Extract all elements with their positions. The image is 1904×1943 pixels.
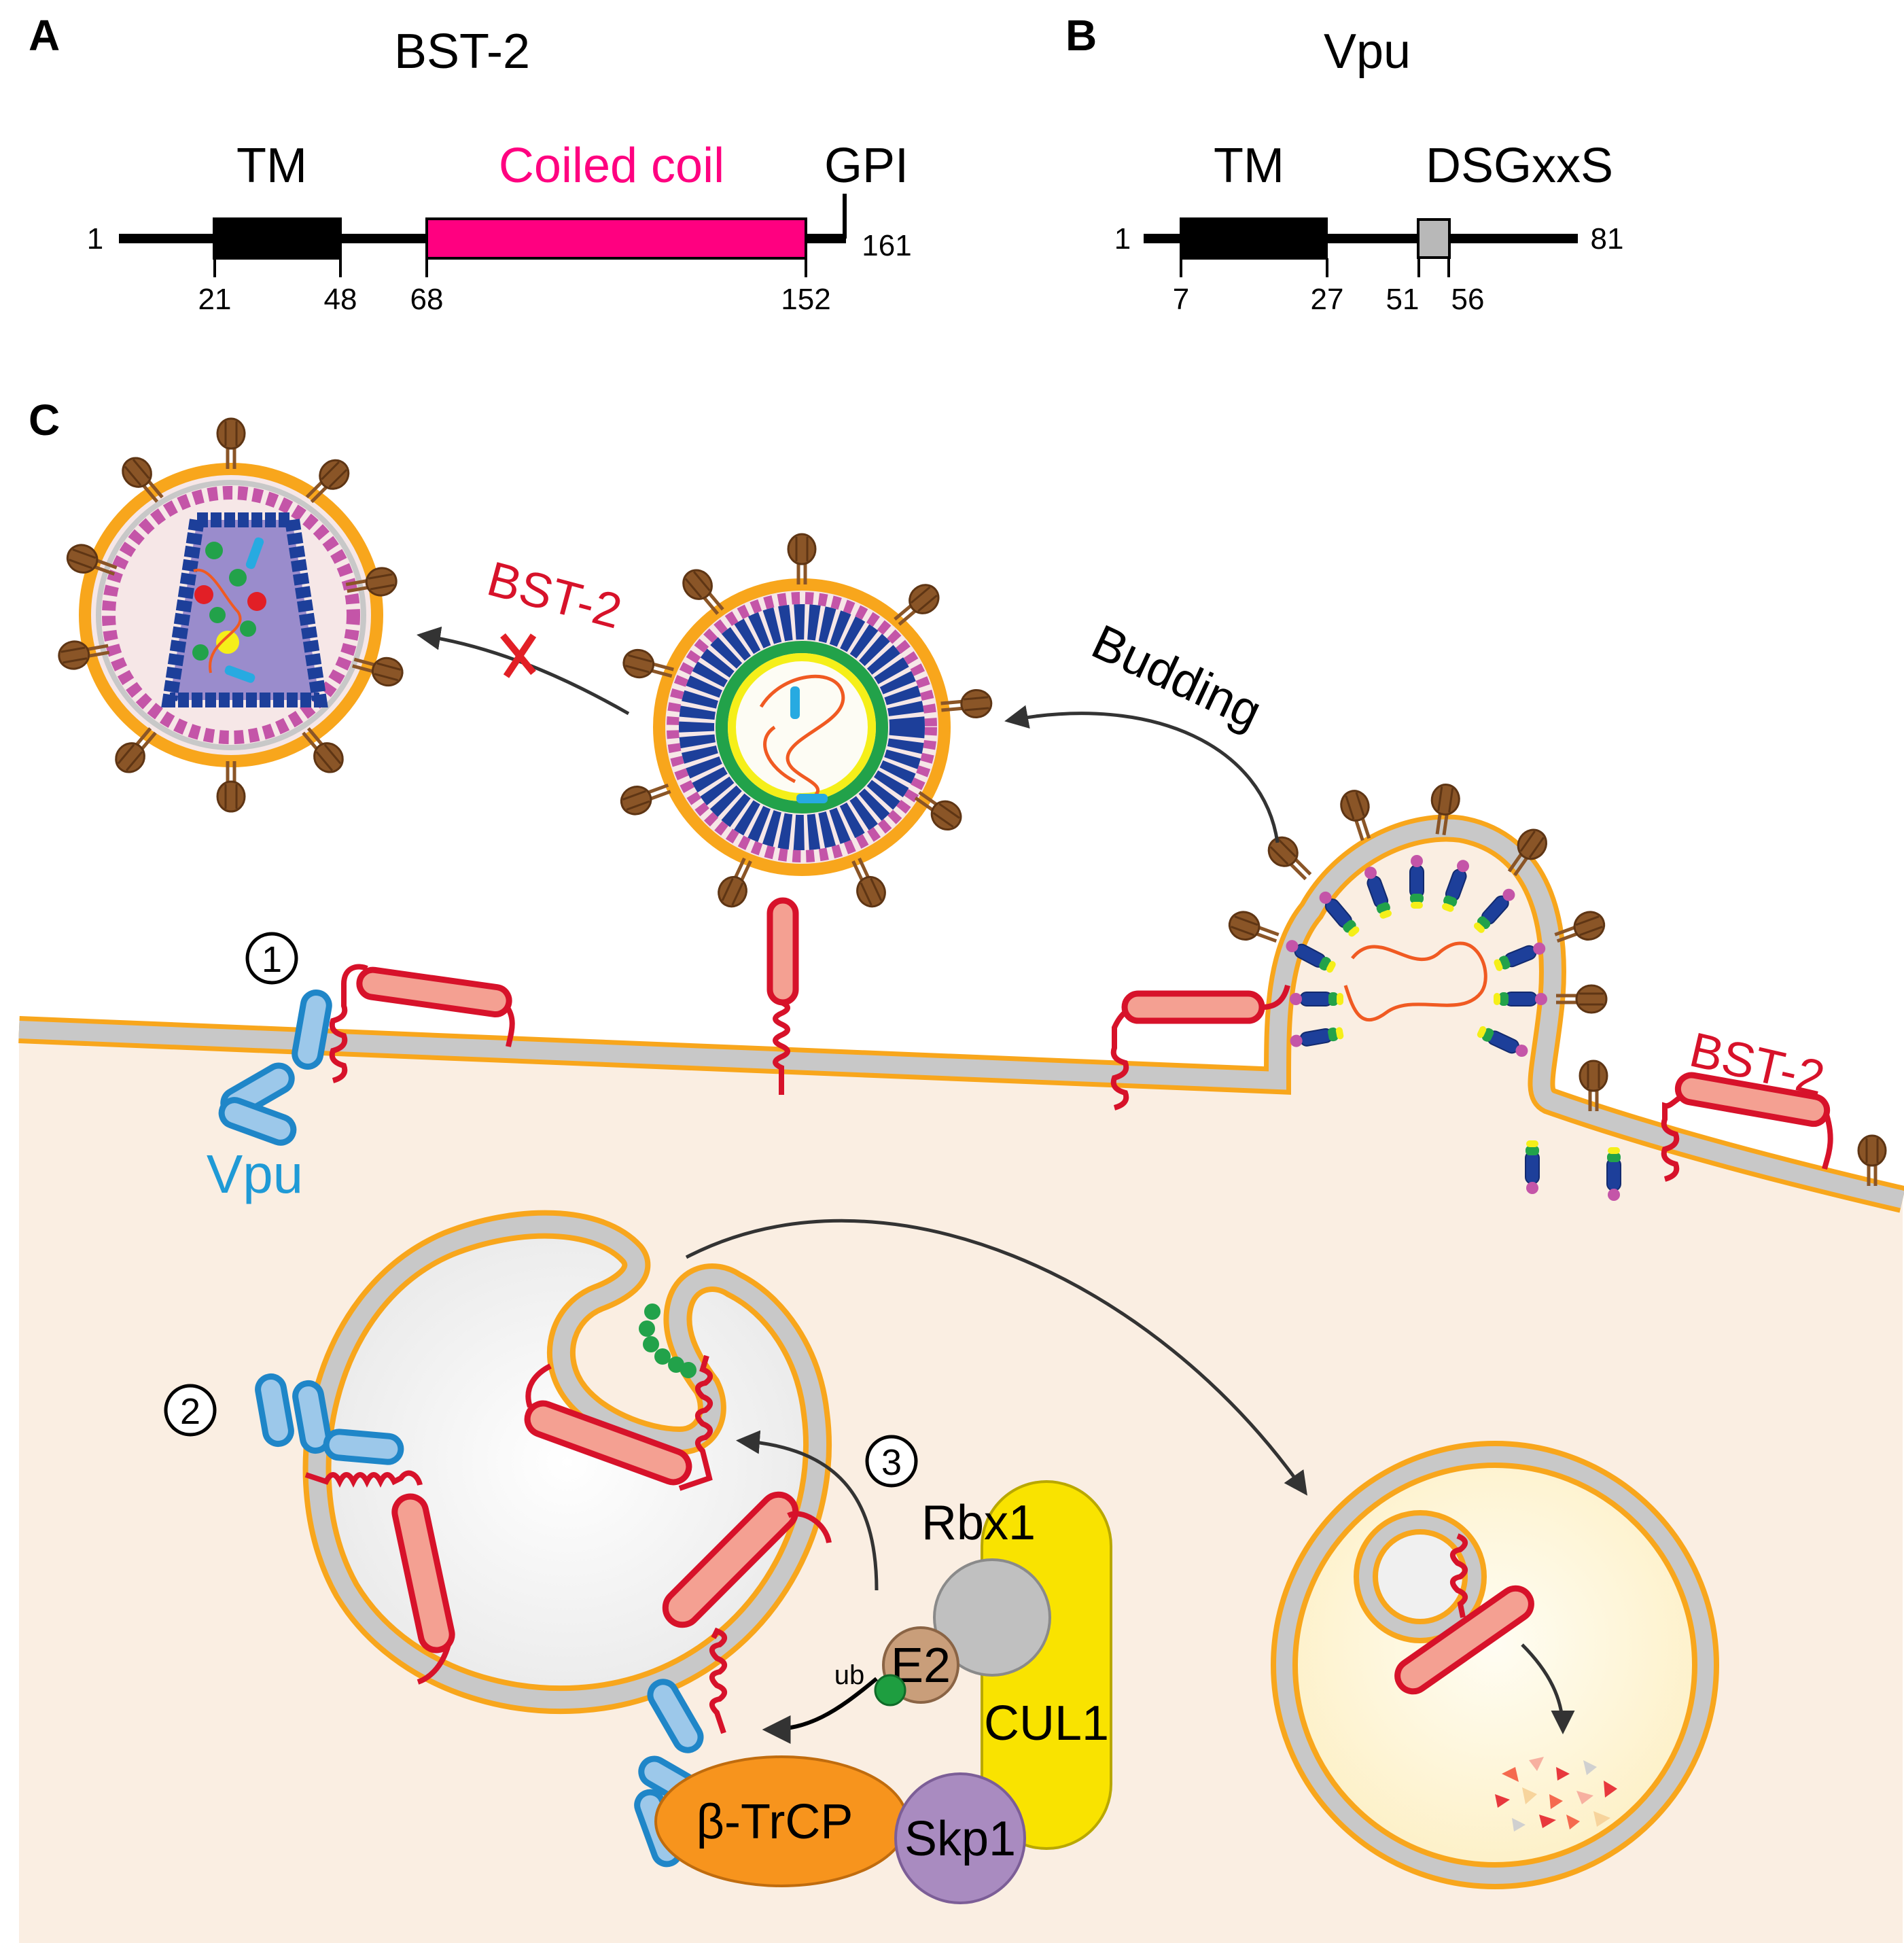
bst2-blocked-label: BST-2 (482, 552, 627, 640)
vpu-tm-label: TM (1214, 139, 1284, 193)
svg-text:3: 3 (881, 1442, 902, 1483)
vpu-start: 1 (1114, 222, 1131, 256)
ubiquitination-arrow (762, 1677, 878, 1744)
bst2-tick-21: 21 (198, 283, 232, 316)
bst2-start: 1 (87, 222, 103, 256)
panel-b-label: B (1065, 11, 1097, 60)
vpu-domain-title: Vpu (1324, 24, 1411, 79)
vpu-end: 81 (1591, 222, 1624, 256)
vpu-tick-27: 27 (1311, 283, 1344, 316)
degradation-arrow (1521, 1643, 1575, 1734)
bst2-tick-48: 48 (324, 283, 357, 316)
svg-text:2: 2 (180, 1391, 200, 1432)
vpu-label: Vpu (207, 1144, 303, 1204)
panel-a-label: A (29, 11, 60, 60)
bst2-right (1121, 990, 1265, 1024)
bst2-tm-box (213, 217, 342, 260)
vpu-motif-box (1417, 218, 1451, 259)
budding-virion (1226, 783, 1608, 1060)
bst2-step1 (356, 966, 512, 1018)
bst2-step3 (662, 1491, 799, 1628)
bst2-lysosome (1394, 1585, 1534, 1695)
btrcp-label: β-TrCP (697, 1795, 853, 1849)
vpu-tick-56: 56 (1451, 283, 1485, 316)
lysosome (1271, 1441, 1719, 1889)
vpu-membrane (218, 990, 332, 1146)
bst2-tick-68: 68 (410, 283, 444, 316)
bst2-endosome-top (524, 1400, 692, 1486)
bst2-far-right (1674, 1072, 1831, 1127)
bst2-coiled-coil-box (425, 217, 807, 260)
mature-virion (57, 419, 406, 811)
skp1-label: Skp1 (904, 1812, 1016, 1866)
tethered-virion (618, 534, 993, 911)
vpu-tm-box (1180, 217, 1328, 260)
bst2-tick-152: 152 (781, 283, 830, 316)
bst2-domain-title: BST-2 (394, 24, 530, 79)
endosome (255, 1210, 832, 1868)
step-1-marker: 1 (245, 932, 298, 985)
endocytosis-arrow (736, 1430, 879, 1591)
bst2-gpi-label: GPI (824, 139, 909, 193)
bst2-tethers (329, 897, 1833, 1182)
bst2-step2 (391, 1493, 455, 1653)
bst2-end: 161 (862, 229, 911, 262)
vpu-tick-7: 7 (1173, 283, 1189, 316)
svg-text:1: 1 (262, 939, 282, 980)
budding-arrow (1004, 705, 1280, 843)
blocked-release-x (500, 633, 537, 678)
rbx1-label: Rbx1 (921, 1496, 1036, 1550)
bst2-tether-center (766, 897, 799, 1006)
bst2-coiled-coil-label: Coiled coil (499, 139, 724, 193)
step-3-marker: 3 (865, 1435, 918, 1488)
ubiquitin-icon (874, 1674, 906, 1706)
degraded-fragments (1495, 1757, 1617, 1832)
scf-complex: CUL1 β-TrCP Skp1 Rbx1 E2 ub (654, 1480, 1112, 1904)
cul1-label: CUL1 (984, 1696, 1109, 1751)
lysosome-arrow (685, 1219, 1308, 1496)
budding-label: Budding (1084, 614, 1269, 739)
rbx1-shape (933, 1558, 1051, 1677)
vpu-tick-51: 51 (1386, 283, 1420, 316)
panel-b: B Vpu TM DSGxxS 1 81 7 27 51 56 (1065, 11, 1623, 316)
bst2-tm-label: TM (236, 139, 307, 193)
ub-label: ub (834, 1660, 865, 1690)
step-2-marker: 2 (164, 1384, 217, 1437)
skp1-shape (894, 1772, 1026, 1904)
panel-c-label: C (29, 396, 60, 444)
panel-a: A BST-2 TM Coiled coil GPI 1 161 21 48 6… (29, 11, 912, 316)
vpu-motif-label: DSGxxS (1426, 139, 1613, 193)
